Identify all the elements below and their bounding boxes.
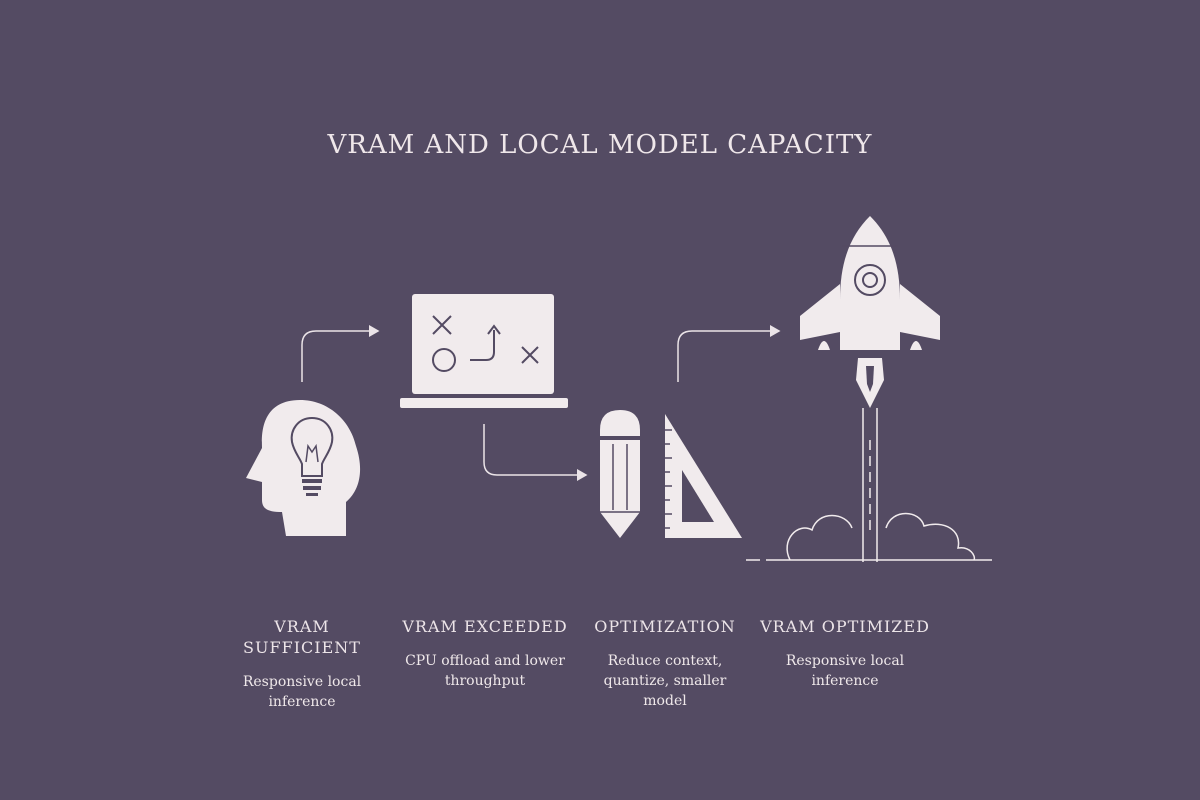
- stage-description: Reduce context, quantize, smaller model: [603, 653, 727, 709]
- pencil-ruler-icon: [600, 410, 742, 538]
- stage-title: OPTIMIZATION: [594, 617, 736, 636]
- stage-title: VRAM SUFFICIENT: [243, 617, 361, 657]
- stage-title: VRAM EXCEEDED: [402, 617, 568, 636]
- connector-arrow-2: [483, 424, 588, 481]
- connector-arrow-1: [301, 325, 380, 382]
- diagram-title: VRAM AND LOCAL MODEL CAPACITY: [327, 130, 873, 160]
- stage-vram-optimized: VRAM OPTIMIZED Responsive local inferenc…: [760, 616, 930, 691]
- connector-arrow-3: [677, 325, 781, 382]
- stage-description: CPU offload and lower throughput: [405, 653, 565, 689]
- stage-vram-exceeded: VRAM EXCEEDED CPU offload and lower thro…: [400, 616, 570, 691]
- rocket-launch-icon: [746, 216, 992, 562]
- laptop-strategy-icon: [400, 294, 568, 408]
- stage-description: Responsive local inference: [785, 653, 905, 689]
- stage-description: Responsive local inference: [242, 674, 362, 710]
- head-lightbulb-icon: [246, 400, 361, 536]
- stage-vram-sufficient: VRAM SUFFICIENT Responsive local inferen…: [222, 616, 382, 712]
- stage-optimization: OPTIMIZATION Reduce context, quantize, s…: [580, 616, 750, 711]
- stage-title: VRAM OPTIMIZED: [760, 617, 930, 636]
